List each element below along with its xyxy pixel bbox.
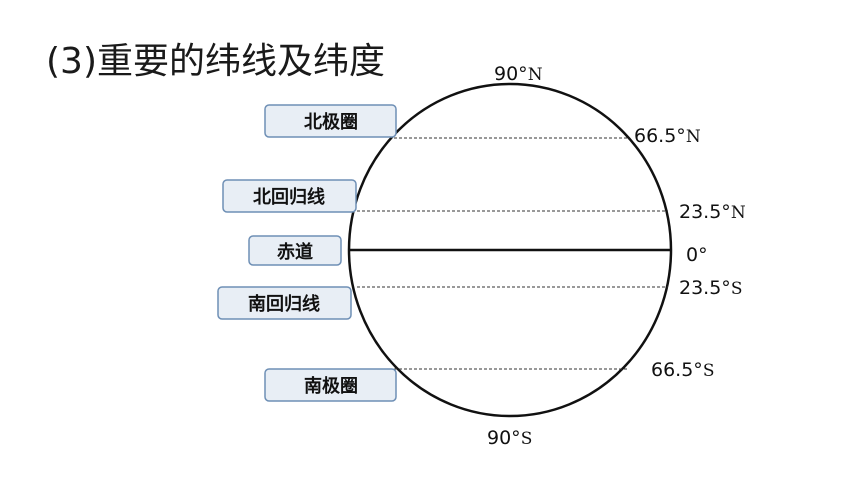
tropic-of-cancer-name: 北回归线 bbox=[253, 186, 325, 208]
tropic-of-capricorn-degree: 23.5°S bbox=[679, 277, 742, 299]
antarctic-circle-box: 南极圈 bbox=[264, 368, 397, 402]
tropic-of-cancer-degree: 23.5°N bbox=[679, 201, 746, 223]
arctic-circle-name: 北极圈 bbox=[304, 112, 358, 133]
equator-degree: 0° bbox=[686, 244, 708, 266]
tropic-of-capricorn-box: 南回归线 bbox=[217, 286, 352, 320]
south-pole-label: 90°S bbox=[487, 427, 532, 449]
antarctic-circle-name: 南极圈 bbox=[304, 375, 358, 397]
north-pole-label: 90°N bbox=[494, 63, 543, 85]
tropic-of-cancer-box: 北回归线 bbox=[222, 179, 357, 213]
equator-name: 赤道 bbox=[277, 241, 313, 263]
page-title: (3)重要的纬线及纬度 bbox=[46, 41, 385, 82]
arctic-circle-degree: 66.5°N bbox=[634, 125, 701, 147]
tropic-of-capricorn-name: 南回归线 bbox=[248, 293, 320, 315]
antarctic-circle-degree: 66.5°S bbox=[651, 359, 714, 381]
arctic-circle-box: 北极圈 bbox=[264, 104, 397, 138]
equator-box: 赤道 bbox=[248, 235, 342, 266]
